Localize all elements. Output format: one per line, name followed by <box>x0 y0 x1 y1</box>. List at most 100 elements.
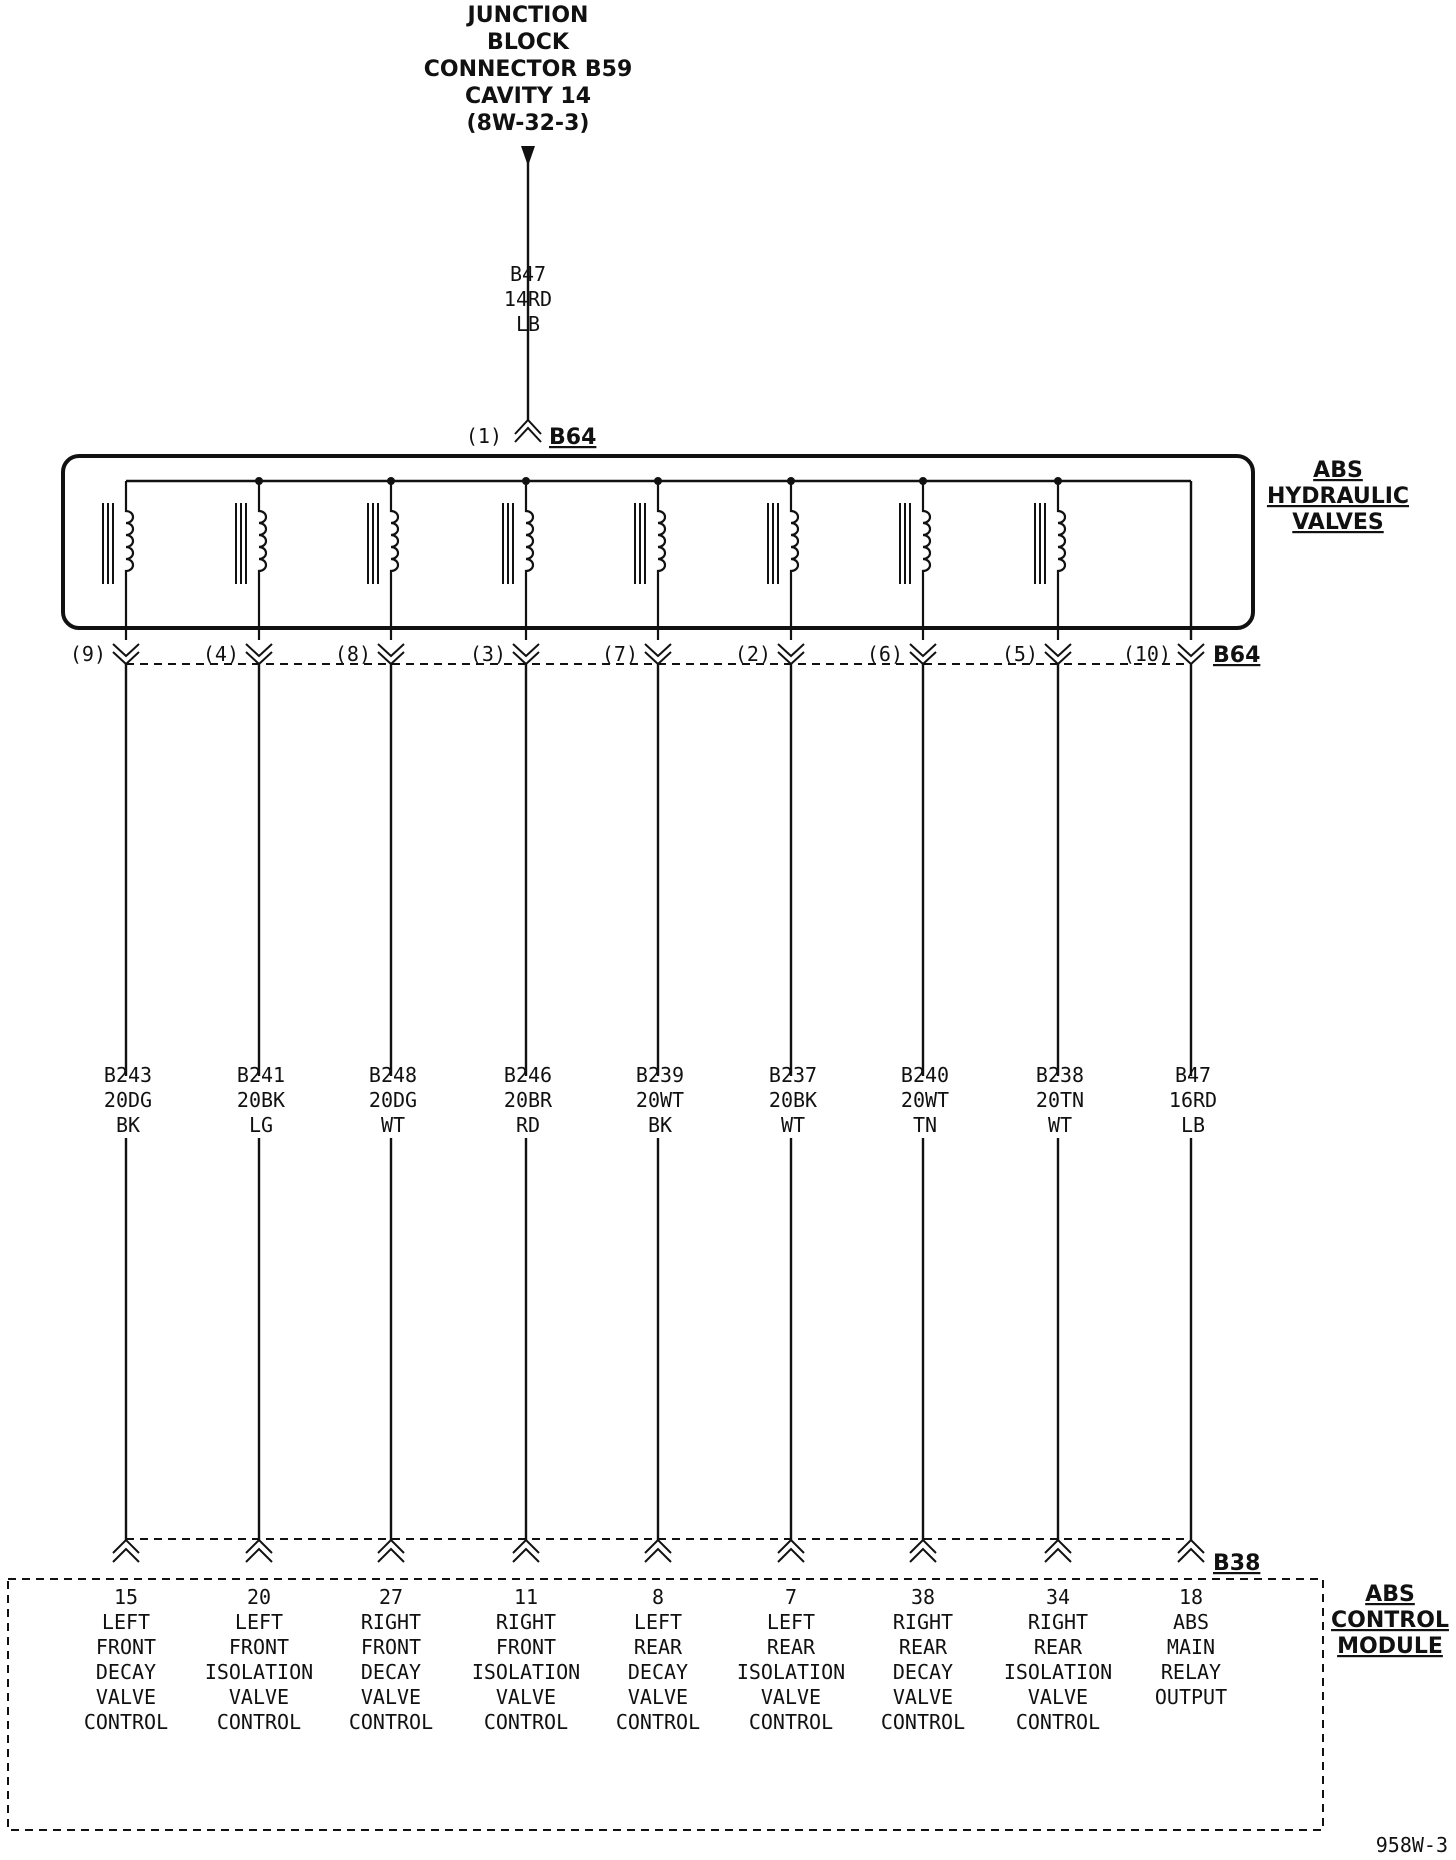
valves-label-line-1: ABS <box>1313 458 1363 483</box>
connector-terminal-icon <box>1177 643 1205 666</box>
abs-hydraulic-valves-label: ABS HYDRAULIC VALVES <box>1267 458 1409 535</box>
wire-code-label: TN <box>913 1113 937 1137</box>
solenoid-coils <box>102 477 1067 640</box>
source-line-2: BLOCK <box>487 30 570 55</box>
pin-function-label: REAR <box>899 1635 948 1659</box>
pin-function-label: VALVE <box>96 1685 156 1709</box>
b64-bottom-connector-label: B64 <box>1213 643 1260 668</box>
connector-terminal-icon <box>512 643 540 666</box>
b38-pin-number: 38 <box>911 1585 935 1609</box>
connector-terminal-icon <box>1044 1538 1072 1563</box>
wire-code-label: 20WT <box>636 1088 684 1112</box>
pin-function-label: FRONT <box>229 1635 289 1659</box>
wire-code-label: B238 <box>1036 1063 1084 1087</box>
connector-terminal-icon <box>1177 1538 1205 1563</box>
pin-function-label: DECAY <box>628 1660 688 1684</box>
solenoid-coil-icon <box>1034 477 1067 640</box>
pin-function-label: VALVE <box>761 1685 821 1709</box>
connector-terminal-icon <box>1044 643 1072 666</box>
module-label-line-2: CONTROL <box>1331 1608 1449 1633</box>
pin-function-label: ISOLATION <box>737 1660 845 1684</box>
pin-function-label: CONTROL <box>616 1710 700 1734</box>
junction-block-label: JUNCTION BLOCK CONNECTOR B59 CAVITY 14 (… <box>424 3 633 136</box>
wire-code-label: WT <box>1048 1113 1072 1137</box>
supply-wire-tracer: LB <box>516 312 540 336</box>
b64-pin-1-label: (1) <box>466 424 502 448</box>
pin-function-label: REAR <box>1034 1635 1083 1659</box>
pin-function-label: RIGHT <box>893 1610 953 1634</box>
solenoid-coil-icon <box>102 481 135 640</box>
connector-terminal-icon <box>245 643 273 666</box>
wire-code-label: RD <box>516 1113 540 1137</box>
wire-code-label: B237 <box>769 1063 817 1087</box>
pin-function-label: CONTROL <box>881 1710 965 1734</box>
module-pin-descriptions: 15LEFTFRONTDECAYVALVECONTROL20LEFTFRONTI… <box>84 1585 1227 1734</box>
b64-pin-label: (5) <box>1002 642 1038 666</box>
pin-function-label: FRONT <box>96 1635 156 1659</box>
pin-function-label: VALVE <box>229 1685 289 1709</box>
source-line-1: JUNCTION <box>466 3 589 28</box>
pin-function-label: ISOLATION <box>472 1660 580 1684</box>
connector-terminal-icon <box>909 643 937 666</box>
wire-code-label: BK <box>116 1113 140 1137</box>
wire-code-label: 20BR <box>504 1088 553 1112</box>
solenoid-coil-icon <box>502 477 535 640</box>
b38-pin-number: 34 <box>1046 1585 1070 1609</box>
solenoid-coil-icon <box>634 477 667 640</box>
b64-pin-label: (9) <box>70 642 106 666</box>
solenoid-coil-icon <box>235 477 268 640</box>
wire-code-label: 16RD <box>1169 1088 1217 1112</box>
valves-label-line-3: VALVES <box>1292 510 1383 535</box>
pin-function-label: LEFT <box>235 1610 283 1634</box>
b64-top-connector-label: B64 <box>549 425 596 450</box>
pin-function-label: CONTROL <box>484 1710 568 1734</box>
pin-function-label: ABS <box>1173 1610 1209 1634</box>
valves-label-line-2: HYDRAULIC <box>1267 484 1409 509</box>
source-line-4: CAVITY 14 <box>465 84 591 109</box>
connector-terminal-icon <box>112 1538 140 1563</box>
pin-function-label: VALVE <box>893 1685 953 1709</box>
connector-terminal-icon <box>377 643 405 666</box>
source-line-3: CONNECTOR B59 <box>424 57 633 82</box>
b38-pin-number: 8 <box>652 1585 664 1609</box>
supply-wire-circuit: B47 <box>510 262 546 286</box>
b38-connector-row <box>112 1538 1205 1563</box>
solenoid-coil-icon <box>367 477 400 640</box>
b38-pin-number: 15 <box>114 1585 138 1609</box>
connector-terminal-icon <box>512 1538 540 1563</box>
solenoid-coil-icon <box>767 477 800 640</box>
pin-function-label: RIGHT <box>496 1610 556 1634</box>
pin-function-label: VALVE <box>1028 1685 1088 1709</box>
b38-connector-label: B38 <box>1213 1551 1260 1576</box>
supply-wire-label: B47 14RD LB <box>504 262 552 336</box>
b64-pin-label: (2) <box>735 642 771 666</box>
pin-function-label: CONTROL <box>84 1710 168 1734</box>
connector-terminal-icon <box>777 643 805 666</box>
figure-code: 958W-3 <box>1376 1833 1448 1857</box>
wire-code-label: B246 <box>504 1063 552 1087</box>
b64-pin-label: (7) <box>602 642 638 666</box>
b38-pin-number: 18 <box>1179 1585 1203 1609</box>
pin-function-label: DECAY <box>96 1660 156 1684</box>
wire-code-label: B239 <box>636 1063 684 1087</box>
wire-code-label: B240 <box>901 1063 949 1087</box>
wire-code-label: B241 <box>237 1063 285 1087</box>
pin-function-label: REAR <box>767 1635 816 1659</box>
connector-terminal-icon <box>112 643 140 666</box>
module-label-line-3: MODULE <box>1337 1634 1443 1659</box>
connector-terminal-icon <box>644 643 672 666</box>
pin-function-label: DECAY <box>893 1660 953 1684</box>
pin-function-label: LEFT <box>634 1610 682 1634</box>
connector-terminal-icon <box>644 1538 672 1563</box>
pin-function-label: ISOLATION <box>1004 1660 1112 1684</box>
wire-code-label: 20DG <box>369 1088 417 1112</box>
b64-pin-label: (10) <box>1123 642 1171 666</box>
b64-bottom-connector-row: (9)(4)(8)(3)(7)(2)(6)(5)(10) <box>70 642 1205 666</box>
pin-function-label: CONTROL <box>749 1710 833 1734</box>
wire-code-label: LB <box>1181 1113 1205 1137</box>
pin-function-label: CONTROL <box>1016 1710 1100 1734</box>
connector-terminal-icon <box>245 1538 273 1563</box>
pin-function-label: CONTROL <box>349 1710 433 1734</box>
connector-terminal-icon <box>514 418 542 443</box>
